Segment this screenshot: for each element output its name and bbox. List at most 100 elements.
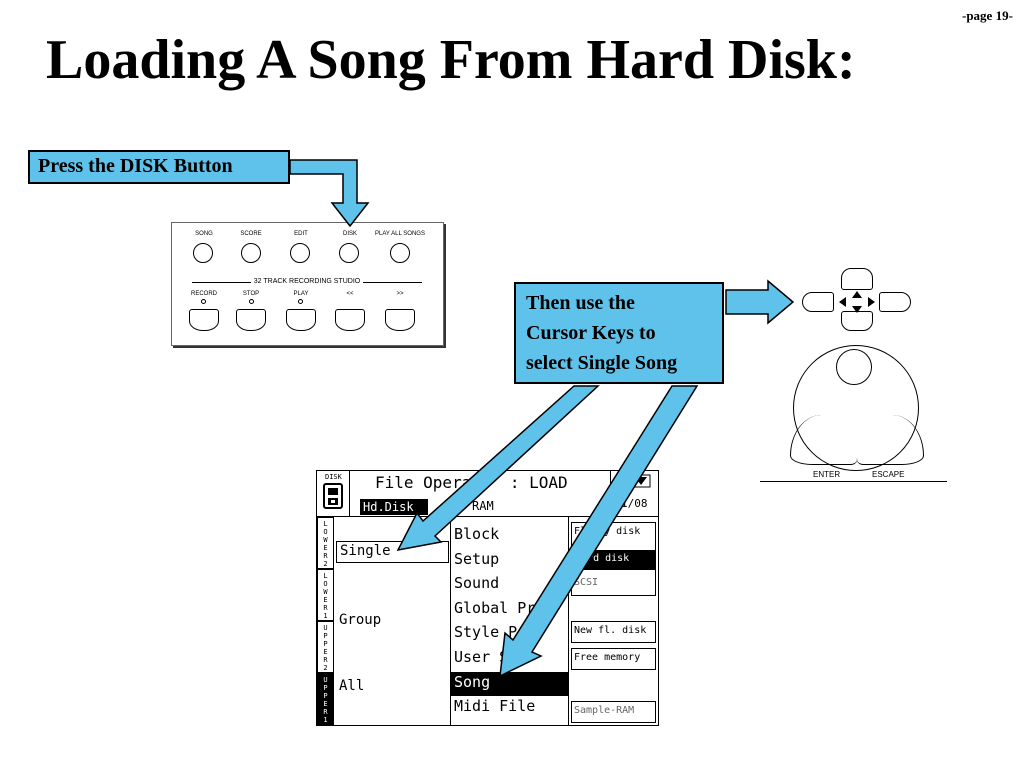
source-hd-disk[interactable]: Hd.Disk <box>360 499 428 515</box>
edit-button[interactable] <box>290 243 310 263</box>
song-button-label: SONG <box>195 231 213 237</box>
file-operation-title-end: : LOAD <box>509 473 568 492</box>
enter-label: ENTER <box>813 470 841 479</box>
score-button[interactable] <box>241 243 261 263</box>
type-global-preset[interactable]: Global Pr <box>454 599 536 617</box>
tab-upper-2-char: 2 <box>323 664 328 672</box>
data-dial[interactable] <box>793 345 919 471</box>
tab-lower-1-char: L <box>323 572 328 580</box>
device-floppy-disk-end: y disk <box>604 526 641 537</box>
press-disk-callout: Press the DISK Button <box>28 150 290 184</box>
tab-lower-2-char: E <box>323 544 328 552</box>
fast-forward-button[interactable] <box>385 309 415 331</box>
new-floppy-disk-button[interactable]: New fl. disk <box>571 621 656 643</box>
device-hard-disk-label: rd disk <box>587 553 630 564</box>
mode-column: Single Group All <box>334 517 451 725</box>
escape-label: ESCAPE <box>872 470 905 479</box>
type-block[interactable]: Block <box>454 525 500 543</box>
type-list: Block Setup Sound Global Pr Style Pr Use… <box>451 517 569 725</box>
cursor-keys-callout: Then use the Cursor Keys to select Singl… <box>514 282 724 384</box>
record-led-icon <box>201 299 206 304</box>
stop-button-label: STOP <box>242 291 260 297</box>
play-all-songs-button[interactable] <box>390 243 410 263</box>
cursor-right-key[interactable] <box>879 292 911 312</box>
stop-button[interactable] <box>236 309 266 331</box>
tab-upper-2-char: P <box>323 632 328 640</box>
sample-ram-button[interactable]: Sample-RAM <box>571 701 656 723</box>
free-memory-button[interactable]: Free memory <box>571 648 656 670</box>
button-panel: SONG SCORE EDIT DISK PLAY ALL SONGS 32 T… <box>171 222 444 346</box>
disk-icon-box: DISK <box>317 471 350 517</box>
tab-upper-1-char: R <box>323 708 328 716</box>
tab-upper-2-char: U <box>323 624 328 632</box>
page-number: -page 19- <box>962 8 1013 23</box>
tab-upper-1-char: 1 <box>323 716 328 724</box>
type-style-preset[interactable]: Style Pr <box>454 623 527 641</box>
tab-lower-2-char: L <box>323 520 328 528</box>
play-led-icon <box>298 299 303 304</box>
tab-upper-2-char: R <box>323 656 328 664</box>
play-button-label: PLAY <box>293 291 309 297</box>
cursor-keys-panel: ENTER ESCAPE <box>760 265 947 485</box>
cursor-direction-arrows-icon <box>839 291 875 313</box>
type-song[interactable]: Song <box>451 672 568 696</box>
file-operation-title-start: File Operat <box>375 473 481 492</box>
device-floppy-disk-start: Fl <box>574 526 587 537</box>
tab-lower-2-char: W <box>323 536 328 544</box>
divider-line <box>760 481 947 482</box>
device-hard-disk[interactable]: Hard disk <box>572 550 655 570</box>
cursor-up-key[interactable] <box>841 268 873 290</box>
cursor-callout-line: select Single Song <box>526 352 678 374</box>
song-button[interactable] <box>193 243 213 263</box>
lcd-header: File Operation: LOAD Hd.Disk RAM <box>350 471 611 517</box>
tab-lower-1-char: W <box>323 588 328 596</box>
edit-button-label: EDIT <box>294 231 308 237</box>
device-box: Floppy disk Hard disk SCSI <box>571 522 656 596</box>
page-indicator: 1/08 <box>621 497 648 510</box>
fast-forward-button-label: >> <box>396 291 404 297</box>
disk-icon <box>323 483 343 509</box>
disk-button-label: DISK <box>342 231 358 237</box>
type-user-style[interactable]: User St <box>454 648 518 666</box>
type-midi-file[interactable]: Midi File <box>454 697 536 715</box>
play-button[interactable] <box>286 309 316 331</box>
tab-lower-1-char: 1 <box>323 612 328 620</box>
device-scsi[interactable]: SCSI <box>574 577 599 588</box>
tab-upper-2-char: E <box>323 648 328 656</box>
tab-upper-2-char: P <box>323 640 328 648</box>
tab-upper-1-char: P <box>323 692 328 700</box>
play-all-songs-button-label: PLAY ALL SONGS <box>375 231 425 237</box>
device-floppy-disk[interactable]: Floppy disk <box>574 526 641 537</box>
dial-grip-icon <box>836 349 872 385</box>
disk-arrow-icon <box>289 159 370 228</box>
tab-upper-1-char: U <box>323 676 328 684</box>
rewind-button-label: << <box>346 291 354 297</box>
record-button-label: RECORD <box>190 291 218 297</box>
cursor-left-key[interactable] <box>802 292 834 312</box>
type-setup[interactable]: Setup <box>454 550 500 568</box>
page-nav-icon[interactable] <box>617 474 651 488</box>
recording-studio-label: 32 TRACK RECORDING STUDIO <box>250 278 364 285</box>
mode-single[interactable]: Single <box>336 541 449 563</box>
record-button[interactable] <box>189 309 219 331</box>
device-column: Floppy disk Hard disk SCSI New fl. disk … <box>569 517 658 725</box>
file-operation-title: File Operation: LOAD <box>375 473 568 492</box>
tab-lower-1-char: R <box>323 604 328 612</box>
disk-icon-label: DISK <box>325 473 342 481</box>
mode-group[interactable]: Group <box>339 612 382 628</box>
rewind-button[interactable] <box>335 309 365 331</box>
tab-lower-2-char: R <box>323 552 328 560</box>
page-title: Loading A Song From Hard Disk: <box>46 29 856 91</box>
destination-ram[interactable]: RAM <box>472 499 494 513</box>
mode-all[interactable]: All <box>339 678 365 694</box>
score-button-label: SCORE <box>240 231 262 237</box>
cursor-callout-line: Cursor Keys to <box>526 322 656 344</box>
disk-button[interactable] <box>339 243 359 263</box>
tab-upper-1-char: P <box>323 684 328 692</box>
tab-lower-1-char: O <box>323 580 328 588</box>
type-sound[interactable]: Sound <box>454 574 500 592</box>
